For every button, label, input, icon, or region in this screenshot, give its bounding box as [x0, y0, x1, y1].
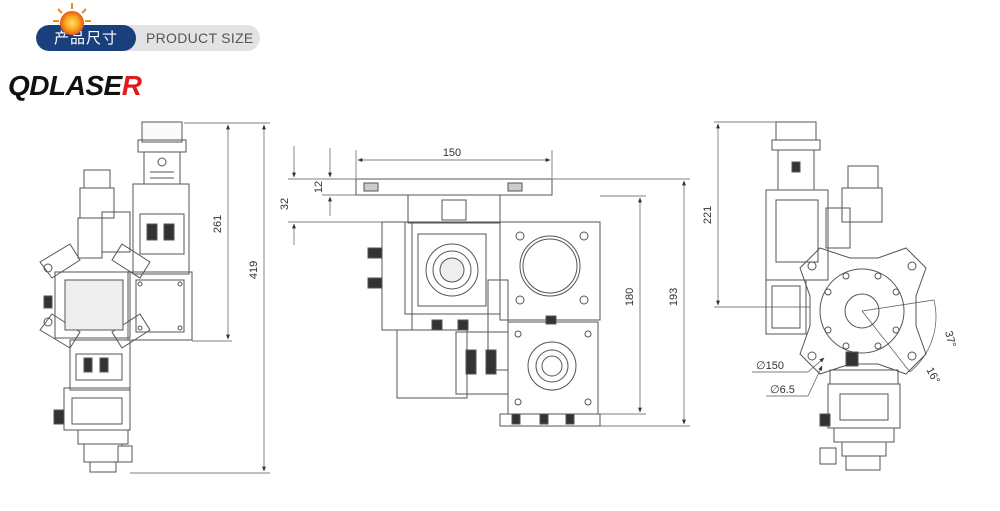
side-view-dimensions: [130, 122, 270, 474]
front-view-dimensions: [288, 146, 690, 427]
header-english-label: PRODUCT SIZE: [146, 30, 254, 46]
dim-label-diameter-150: ∅150: [756, 360, 784, 372]
dim-label-180: 180: [624, 288, 636, 306]
dim-label-193: 193: [668, 288, 680, 306]
brand-prefix: QDLASE: [8, 70, 122, 101]
dim-label-150: 150: [443, 147, 461, 159]
sun-logo-icon: [53, 3, 91, 35]
dim-label-261: 261: [212, 215, 224, 233]
dim-label-12: 12: [313, 181, 325, 193]
dim-label-angle-37: 37°: [942, 330, 958, 349]
rear-view-dimensions: [714, 121, 937, 397]
rear-view: [765, 121, 927, 471]
dim-label-221: 221: [702, 206, 714, 224]
front-view: [355, 178, 601, 427]
brand-logo: QDLASER: [8, 70, 142, 102]
dim-label-diameter-6-5: ∅6.5: [770, 384, 795, 396]
side-view: [39, 121, 193, 473]
dim-label-angle-16: 16°: [923, 365, 941, 385]
product-size-header: 产品尺寸 PRODUCT SIZE: [36, 25, 260, 51]
brand-accent-letter: R: [121, 70, 142, 101]
dim-label-419: 419: [248, 261, 260, 279]
dim-label-32: 32: [279, 198, 291, 210]
